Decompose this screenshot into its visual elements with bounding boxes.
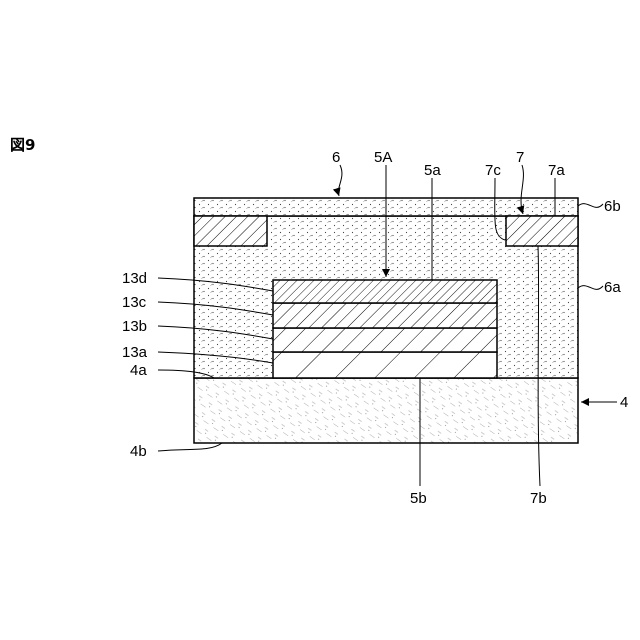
label-7c: 7c [485,162,501,179]
layer-13c [273,303,497,328]
label-7b: 7b [530,490,547,507]
substrate-4 [194,378,578,443]
label-5A: 5A [374,149,392,166]
layer-13b [273,328,497,352]
leader-4b [158,443,222,451]
label-13c: 13c [122,294,147,311]
label-4a: 4a [130,362,147,379]
figure-label: 図9 [10,136,35,154]
label-13d: 13d [122,270,147,287]
label-13a: 13a [122,344,148,361]
layer-13d [273,280,497,303]
label-6b: 6b [604,198,621,215]
label-5a: 5a [424,162,441,179]
label-7: 7 [516,149,524,166]
label-4: 4 [620,394,628,411]
leader-6 [338,165,342,196]
label-5b: 5b [410,490,427,507]
layer-13a [273,352,497,378]
label-7a: 7a [548,162,565,179]
label-4b: 4b [130,443,147,460]
label-6a: 6a [604,279,621,296]
light-shield-7 [506,216,578,246]
leader-6b [578,204,603,208]
label-13b: 13b [122,318,147,335]
leader-6a [578,286,603,290]
light-shield-left [194,216,267,246]
label-6: 6 [332,149,340,166]
